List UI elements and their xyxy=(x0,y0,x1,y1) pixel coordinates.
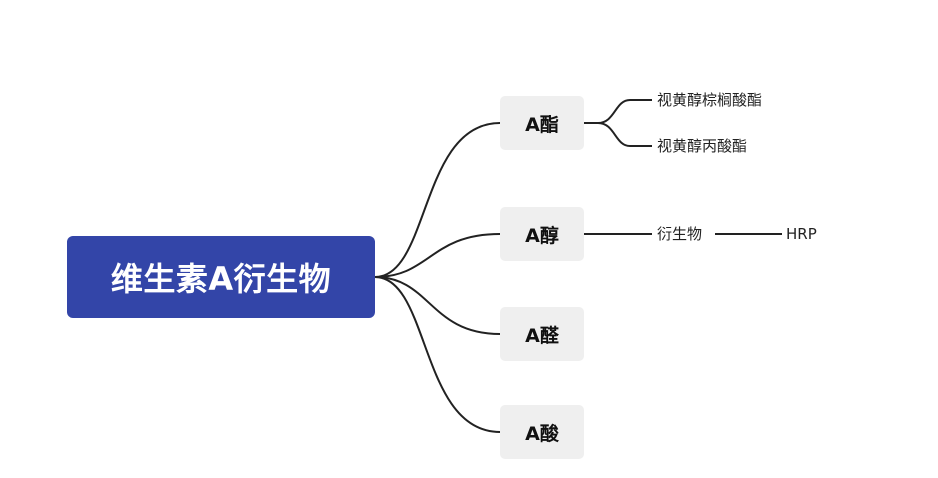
branch-node-a-ester: A酯 xyxy=(500,96,584,150)
connector-root-to-a-acid xyxy=(374,276,501,433)
branch-node-a-acid: A酸 xyxy=(500,405,584,459)
leaf-retinyl-palmitate: 视黄醇棕榈酸酯 xyxy=(657,91,763,109)
connector-root-to-a-aldehyde xyxy=(374,276,501,335)
connector-root-to-a-ester xyxy=(374,122,501,278)
branch-node-a-aldehyde: A醛 xyxy=(500,307,584,361)
branch-node-a-alcohol: A醇 xyxy=(500,207,584,261)
root-node: 维生素A衍生物 xyxy=(67,236,375,318)
leaf-derivative: 衍生物 xyxy=(657,225,703,243)
connector-a-ester-to-palmitate xyxy=(584,99,652,124)
leaf-hrp: HRP xyxy=(786,225,817,243)
connector-a-ester-to-propionate xyxy=(584,122,652,147)
connector-root-to-a-alcohol xyxy=(374,233,501,278)
leaf-retinyl-propionate: 视黄醇丙酸酯 xyxy=(657,137,748,155)
